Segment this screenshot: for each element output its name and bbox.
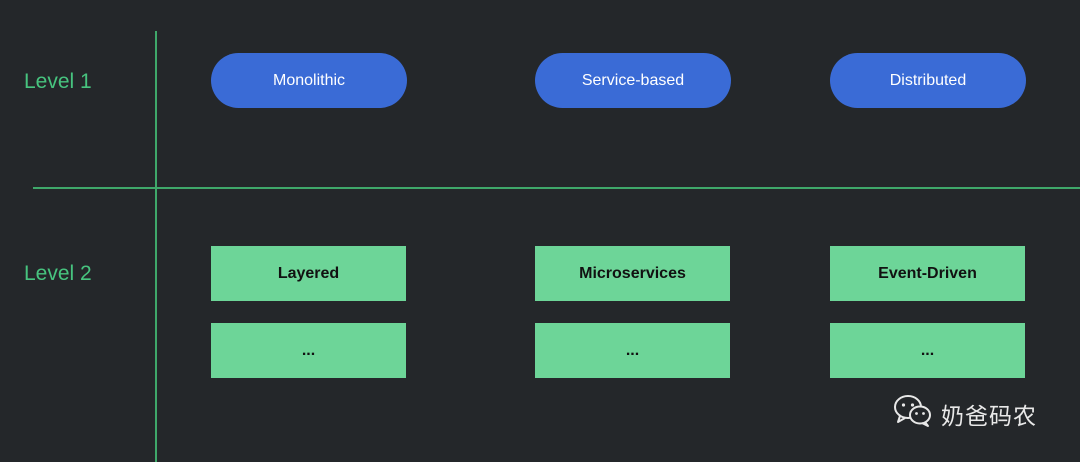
node-more-1: ...: [211, 323, 406, 378]
level-2-label: Level 2: [24, 262, 92, 285]
wechat-icon: [893, 394, 933, 433]
node-more-3: ...: [830, 323, 1025, 378]
horizontal-divider: [33, 187, 1080, 189]
node-more-2: ...: [535, 323, 730, 378]
watermark-text: 奶爸码农: [941, 403, 1037, 430]
watermark: 奶爸码农: [893, 394, 1037, 433]
vertical-divider: [155, 31, 157, 462]
level-1-label: Level 1: [24, 70, 92, 93]
node-event-driven: Event-Driven: [830, 246, 1025, 301]
node-microservices: Microservices: [535, 246, 730, 301]
node-service-based: Service-based: [535, 53, 731, 108]
node-monolithic: Monolithic: [211, 53, 407, 108]
node-layered: Layered: [211, 246, 406, 301]
node-distributed: Distributed: [830, 53, 1026, 108]
